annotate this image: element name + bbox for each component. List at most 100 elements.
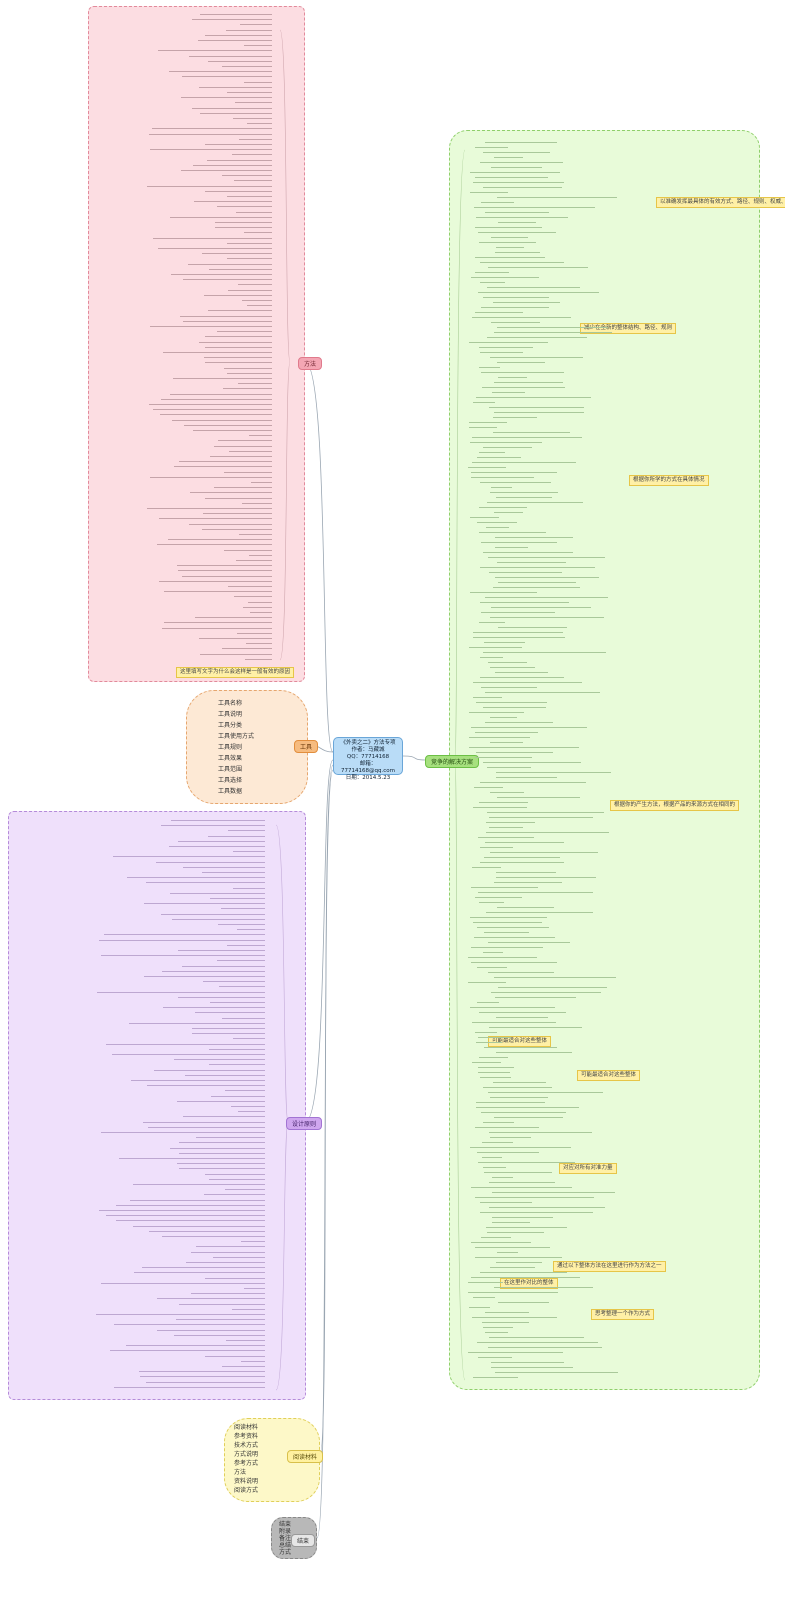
text-row bbox=[237, 929, 265, 931]
text-row bbox=[162, 627, 272, 629]
text-row bbox=[487, 337, 587, 338]
text-row bbox=[494, 157, 523, 158]
text-row bbox=[251, 482, 272, 483]
topic-green[interactable]: 竞争的解决方案 bbox=[425, 755, 480, 768]
text-row bbox=[491, 1177, 514, 1178]
text-row bbox=[209, 898, 265, 899]
text-row bbox=[178, 950, 265, 951]
text-row bbox=[472, 402, 496, 403]
text-row bbox=[490, 717, 517, 718]
text-row bbox=[486, 767, 532, 768]
text-row bbox=[475, 312, 524, 313]
text-row bbox=[241, 1360, 265, 1362]
text-row bbox=[478, 802, 528, 803]
text-row bbox=[233, 118, 272, 119]
green-branch-panel bbox=[449, 130, 760, 1390]
text-row bbox=[497, 377, 528, 378]
green-highlight-6: 对应对所有对准力量 bbox=[559, 1163, 617, 1174]
text-row bbox=[496, 772, 611, 773]
text-row bbox=[99, 1210, 265, 1211]
central-topic-node[interactable]: 《外卖之二》方法专项 作者：马藏城 QQ：77714168 邮箱：7771416… bbox=[333, 737, 403, 781]
text-row bbox=[148, 404, 272, 405]
text-row bbox=[112, 856, 265, 858]
text-row bbox=[480, 1212, 593, 1213]
central-date: 日期：2014.5.23 bbox=[345, 775, 391, 781]
text-row bbox=[227, 196, 272, 197]
text-row bbox=[181, 575, 272, 577]
text-row bbox=[205, 346, 272, 348]
text-row bbox=[182, 76, 272, 78]
text-row bbox=[478, 242, 536, 243]
text-row bbox=[226, 29, 272, 31]
text-row bbox=[202, 528, 272, 530]
text-row bbox=[497, 562, 566, 563]
text-row bbox=[489, 1182, 555, 1183]
text-row bbox=[204, 294, 272, 296]
text-row bbox=[474, 732, 538, 733]
text-row bbox=[485, 1227, 567, 1228]
text-row bbox=[204, 144, 272, 145]
text-row bbox=[223, 471, 272, 473]
text-row bbox=[204, 1277, 265, 1279]
text-row bbox=[483, 857, 560, 858]
topic-pink[interactable]: 方法 bbox=[298, 357, 323, 370]
text-row bbox=[496, 1052, 573, 1053]
green-highlight-5: 可能最适合对这些整体 bbox=[577, 1070, 641, 1081]
topic-gray[interactable]: 结束 bbox=[291, 1534, 316, 1547]
text-row bbox=[487, 502, 584, 503]
text-row bbox=[172, 419, 272, 421]
text-row bbox=[233, 887, 265, 889]
text-row bbox=[174, 1059, 265, 1061]
peach-items-2: 工具分类 bbox=[218, 722, 243, 729]
text-row bbox=[205, 336, 272, 338]
text-row bbox=[468, 342, 548, 343]
text-row bbox=[490, 357, 584, 358]
text-row bbox=[192, 1028, 265, 1029]
text-row bbox=[233, 851, 265, 853]
green-highlight-2: 减少在全新的整体结构、路径、规则 bbox=[580, 323, 677, 334]
text-row bbox=[150, 149, 272, 151]
central-email: 邮箱：77714168@qq.com bbox=[341, 761, 395, 774]
text-row bbox=[484, 722, 554, 723]
text-row bbox=[468, 467, 506, 468]
text-row bbox=[474, 757, 532, 758]
topic-yellow[interactable]: 阅读材料 bbox=[287, 1450, 324, 1463]
text-row bbox=[481, 202, 515, 203]
text-row bbox=[209, 1002, 265, 1003]
text-row bbox=[490, 667, 535, 668]
peach-items-7: 工具选择 bbox=[218, 777, 243, 784]
text-row bbox=[488, 972, 555, 973]
text-row bbox=[470, 887, 538, 888]
text-row bbox=[185, 1262, 265, 1263]
text-row bbox=[480, 687, 538, 688]
text-row bbox=[160, 414, 272, 416]
text-row bbox=[248, 601, 272, 603]
topic-purple[interactable]: 设计原则 bbox=[286, 1117, 323, 1130]
text-row bbox=[482, 1167, 506, 1168]
text-row bbox=[214, 227, 272, 229]
text-row bbox=[480, 1077, 512, 1078]
text-row bbox=[118, 1158, 265, 1159]
text-row bbox=[492, 587, 581, 588]
text-row bbox=[479, 1202, 532, 1203]
text-row bbox=[480, 1112, 567, 1113]
text-row bbox=[195, 1012, 265, 1014]
green-highlight-9: 思考整理一个作为方式 bbox=[591, 1309, 655, 1320]
text-row bbox=[481, 372, 564, 373]
text-row bbox=[143, 903, 265, 905]
text-row bbox=[483, 707, 547, 708]
yellow-items-1: 参考资料 bbox=[234, 1433, 259, 1440]
text-row bbox=[492, 432, 571, 433]
text-row bbox=[189, 523, 272, 525]
text-row bbox=[178, 840, 265, 842]
text-row bbox=[472, 182, 565, 183]
text-row bbox=[231, 1308, 265, 1310]
text-row bbox=[233, 180, 272, 182]
text-row bbox=[479, 352, 523, 353]
text-row bbox=[216, 960, 265, 962]
text-row bbox=[196, 1246, 265, 1248]
text-row bbox=[474, 227, 543, 228]
text-row bbox=[202, 872, 265, 873]
topic-peach[interactable]: 工具 bbox=[294, 740, 319, 753]
peach-items-4: 工具规则 bbox=[218, 744, 243, 751]
